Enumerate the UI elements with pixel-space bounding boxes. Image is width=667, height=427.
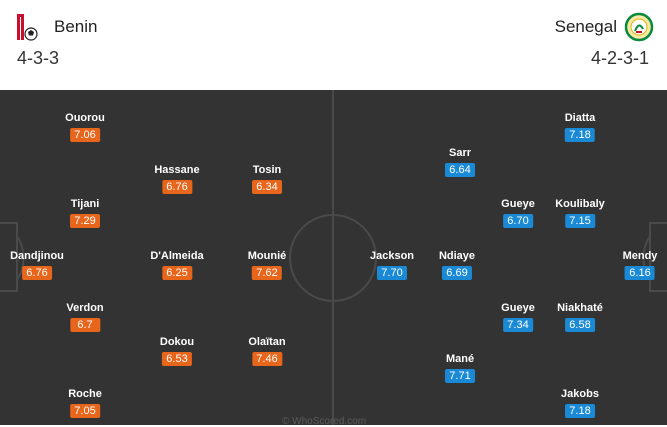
player-name: Mendy bbox=[622, 250, 658, 262]
home-player-tosin[interactable]: Tosin 6.34 bbox=[252, 164, 282, 195]
player-rating: 7.34 bbox=[502, 318, 533, 332]
player-name: Dokou bbox=[159, 336, 195, 348]
player-rating: 6.70 bbox=[502, 214, 533, 228]
player-name: Dandjinou bbox=[10, 250, 64, 262]
player-rating: 7.05 bbox=[70, 404, 100, 418]
home-player-tijani[interactable]: Tijani 7.29 bbox=[70, 198, 100, 229]
player-rating: 6.7 bbox=[69, 318, 100, 332]
player-rating: 7.62 bbox=[252, 266, 282, 280]
away-player-koulibaly[interactable]: Koulibaly 7.15 bbox=[555, 198, 605, 229]
player-rating: 6.58 bbox=[564, 318, 595, 332]
player-name: Roche bbox=[68, 388, 102, 400]
player-name: Koulibaly bbox=[555, 198, 605, 210]
player-rating: 6.53 bbox=[161, 352, 192, 366]
benin-crest-icon bbox=[16, 12, 40, 47]
away-formation: 4-2-3-1 bbox=[590, 48, 649, 68]
player-rating: 7.46 bbox=[251, 352, 282, 366]
away-player-gueye-2[interactable]: Gueye 7.34 bbox=[501, 302, 535, 333]
player-rating: 6.25 bbox=[161, 266, 192, 280]
match-header: Benin 4-3-3 Senegal 4-2-3-1 bbox=[0, 0, 667, 90]
pitch: Ouorou 7.06 Hassane 6.76 Tosin 6.34 Tija… bbox=[0, 90, 667, 425]
away-player-ndiaye[interactable]: Ndiaye 6.69 bbox=[439, 250, 475, 281]
senegal-crest-icon bbox=[624, 12, 654, 47]
home-player-dokou[interactable]: Dokou 6.53 bbox=[160, 336, 194, 367]
player-rating: 7.15 bbox=[564, 214, 595, 228]
player-name: Gueye bbox=[501, 302, 535, 314]
home-player-hassane[interactable]: Hassane 6.76 bbox=[154, 164, 200, 195]
away-player-mendy[interactable]: Mendy 6.16 bbox=[622, 250, 658, 281]
away-player-niakhate[interactable]: Niakhaté 6.58 bbox=[557, 302, 603, 333]
home-player-dalmeida[interactable]: D'Almeida 6.25 bbox=[150, 250, 204, 281]
player-name: Tosin bbox=[252, 164, 282, 176]
player-rating: 6.34 bbox=[252, 180, 282, 194]
player-name: Gueye bbox=[501, 198, 535, 210]
home-player-mounie[interactable]: Mounié 7.62 bbox=[247, 250, 287, 281]
home-formation: 4-3-3 bbox=[17, 48, 60, 68]
away-player-jakobs[interactable]: Jakobs 7.18 bbox=[561, 388, 599, 419]
away-player-mane[interactable]: Mané 7.71 bbox=[445, 353, 475, 384]
pitch-lines bbox=[0, 90, 667, 425]
home-player-olaitan[interactable]: Olaïtan 7.46 bbox=[248, 336, 286, 367]
player-rating: 6.76 bbox=[22, 266, 52, 280]
away-player-diatta[interactable]: Diatta 7.18 bbox=[564, 112, 596, 143]
home-player-ouorou[interactable]: Ouorou 7.06 bbox=[65, 112, 105, 143]
home-team-name: Benin bbox=[54, 17, 98, 36]
home-player-dandjinou[interactable]: Dandjinou 6.76 bbox=[10, 250, 64, 281]
player-name: Tijani bbox=[70, 198, 100, 210]
player-rating: 7.06 bbox=[70, 128, 100, 142]
home-player-roche[interactable]: Roche 7.05 bbox=[68, 388, 102, 419]
watermark: © WhoScored.com bbox=[282, 416, 367, 427]
player-name: D'Almeida bbox=[150, 250, 204, 262]
away-player-sarr[interactable]: Sarr 6.64 bbox=[445, 147, 475, 178]
away-player-gueye[interactable]: Gueye 6.70 bbox=[501, 198, 535, 229]
home-player-verdon[interactable]: Verdon 6.7 bbox=[66, 302, 104, 333]
player-rating: 6.16 bbox=[625, 266, 655, 280]
player-name: Diatta bbox=[564, 112, 596, 124]
player-rating: 6.64 bbox=[445, 163, 475, 177]
player-name: Jackson bbox=[369, 250, 415, 262]
player-name: Verdon bbox=[66, 302, 104, 314]
player-rating: 6.69 bbox=[441, 266, 472, 280]
player-rating: 7.71 bbox=[445, 369, 475, 383]
player-name: Ndiaye bbox=[438, 250, 476, 262]
player-rating: 6.76 bbox=[161, 180, 192, 194]
player-name: Sarr bbox=[448, 147, 472, 159]
player-rating: 7.29 bbox=[70, 214, 100, 228]
away-team-name: Senegal bbox=[554, 17, 617, 36]
player-rating: 7.18 bbox=[564, 404, 595, 418]
player-name: Hassane bbox=[154, 164, 200, 176]
player-name: Mounié bbox=[247, 250, 287, 262]
player-rating: 7.18 bbox=[565, 128, 595, 142]
player-name: Niakhaté bbox=[557, 302, 603, 314]
player-name: Olaïtan bbox=[248, 336, 286, 348]
away-player-jackson[interactable]: Jackson 7.70 bbox=[370, 250, 414, 281]
player-name: Ouorou bbox=[65, 112, 105, 124]
player-rating: 7.70 bbox=[377, 266, 407, 280]
player-name: Mané bbox=[445, 353, 475, 365]
player-name: Jakobs bbox=[561, 388, 599, 400]
